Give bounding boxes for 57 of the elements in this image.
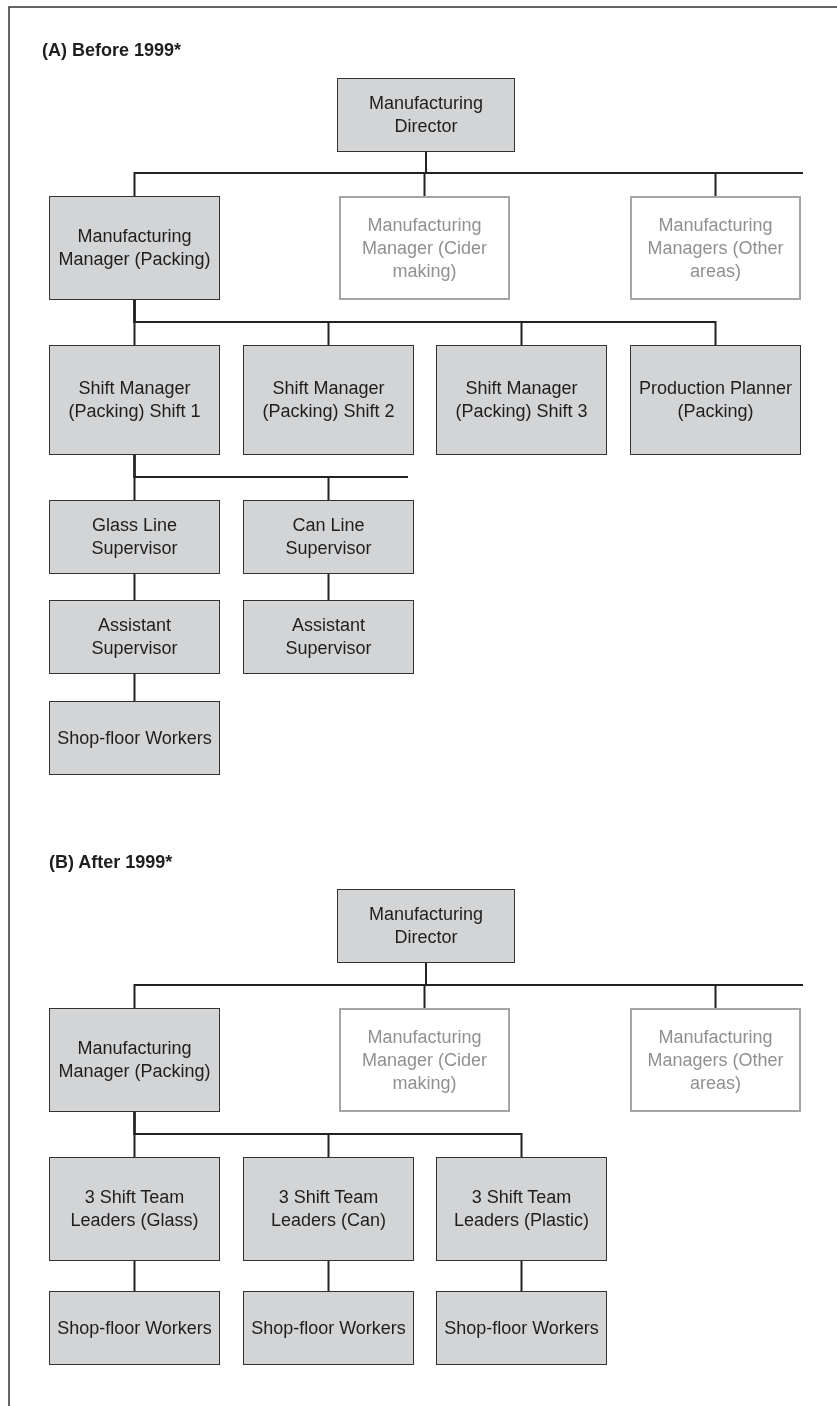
connector-line [133, 299, 717, 346]
role-box [49, 500, 220, 574]
connector-line [133, 673, 136, 702]
section-heading: (B) After 1999* [49, 852, 173, 873]
role-box [630, 345, 801, 455]
role-box [243, 500, 414, 574]
role-title: Shift Manager (Packing) Shift 2 [261, 377, 396, 423]
connector-line [520, 1260, 523, 1292]
role-box [49, 600, 220, 674]
role-title: Glass Line Supervisor [90, 514, 179, 560]
role-title: Can Line Supervisor [284, 514, 373, 560]
role-title: Manufacturing Manager (Packing) [57, 1037, 212, 1083]
role-box [49, 1291, 220, 1365]
role-title: Manufacturing Manager (Packing) [57, 225, 212, 271]
role-box [436, 1291, 607, 1365]
connector-line [133, 573, 136, 601]
role-box [436, 1157, 607, 1261]
role-box [630, 1008, 801, 1112]
role-title: Shop-floor Workers [57, 1316, 212, 1340]
connector-line [133, 1111, 523, 1158]
role-title: 3 Shift Team Leaders (Plastic) [452, 1186, 591, 1232]
role-title: Shop-floor Workers [57, 726, 212, 750]
role-title: Manufacturing Director [367, 903, 485, 949]
connector-line [133, 454, 409, 478]
section-heading: (A) Before 1999* [42, 40, 182, 61]
role-box [49, 196, 220, 300]
role-title: Manufacturing Managers (Other areas) [646, 1025, 785, 1095]
role-box [243, 600, 414, 674]
role-title: Shift Manager (Packing) Shift 1 [67, 377, 202, 423]
connector-line [133, 1260, 136, 1292]
role-title: 3 Shift Team Leaders (Glass) [69, 1186, 200, 1232]
connector-line [327, 573, 330, 601]
role-title: Assistant Supervisor [284, 614, 373, 660]
role-box [337, 889, 515, 963]
role-box [49, 1157, 220, 1261]
role-box [243, 345, 414, 455]
role-box [243, 1291, 414, 1365]
role-title: Manufacturing Manager (Cider making) [360, 1025, 489, 1095]
role-box [337, 78, 515, 152]
role-title: Shift Manager (Packing) Shift 3 [454, 377, 589, 423]
role-title: Shop-floor Workers [251, 1316, 406, 1340]
connector-line [327, 1260, 330, 1292]
role-title: Manufacturing Managers (Other areas) [646, 213, 785, 283]
role-title: Production Planner (Packing) [637, 377, 794, 423]
role-title: Manufacturing Manager (Cider making) [360, 213, 489, 283]
role-box [630, 196, 801, 300]
role-box [339, 196, 510, 300]
role-title: 3 Shift Team Leaders (Can) [269, 1186, 388, 1232]
role-box [49, 701, 220, 775]
role-box [49, 1008, 220, 1112]
role-title: Assistant Supervisor [90, 614, 179, 660]
role-title: Manufacturing Director [367, 92, 485, 138]
role-box [49, 345, 220, 455]
role-box [339, 1008, 510, 1112]
role-title: Shop-floor Workers [444, 1316, 599, 1340]
role-box [243, 1157, 414, 1261]
role-box [436, 345, 607, 455]
